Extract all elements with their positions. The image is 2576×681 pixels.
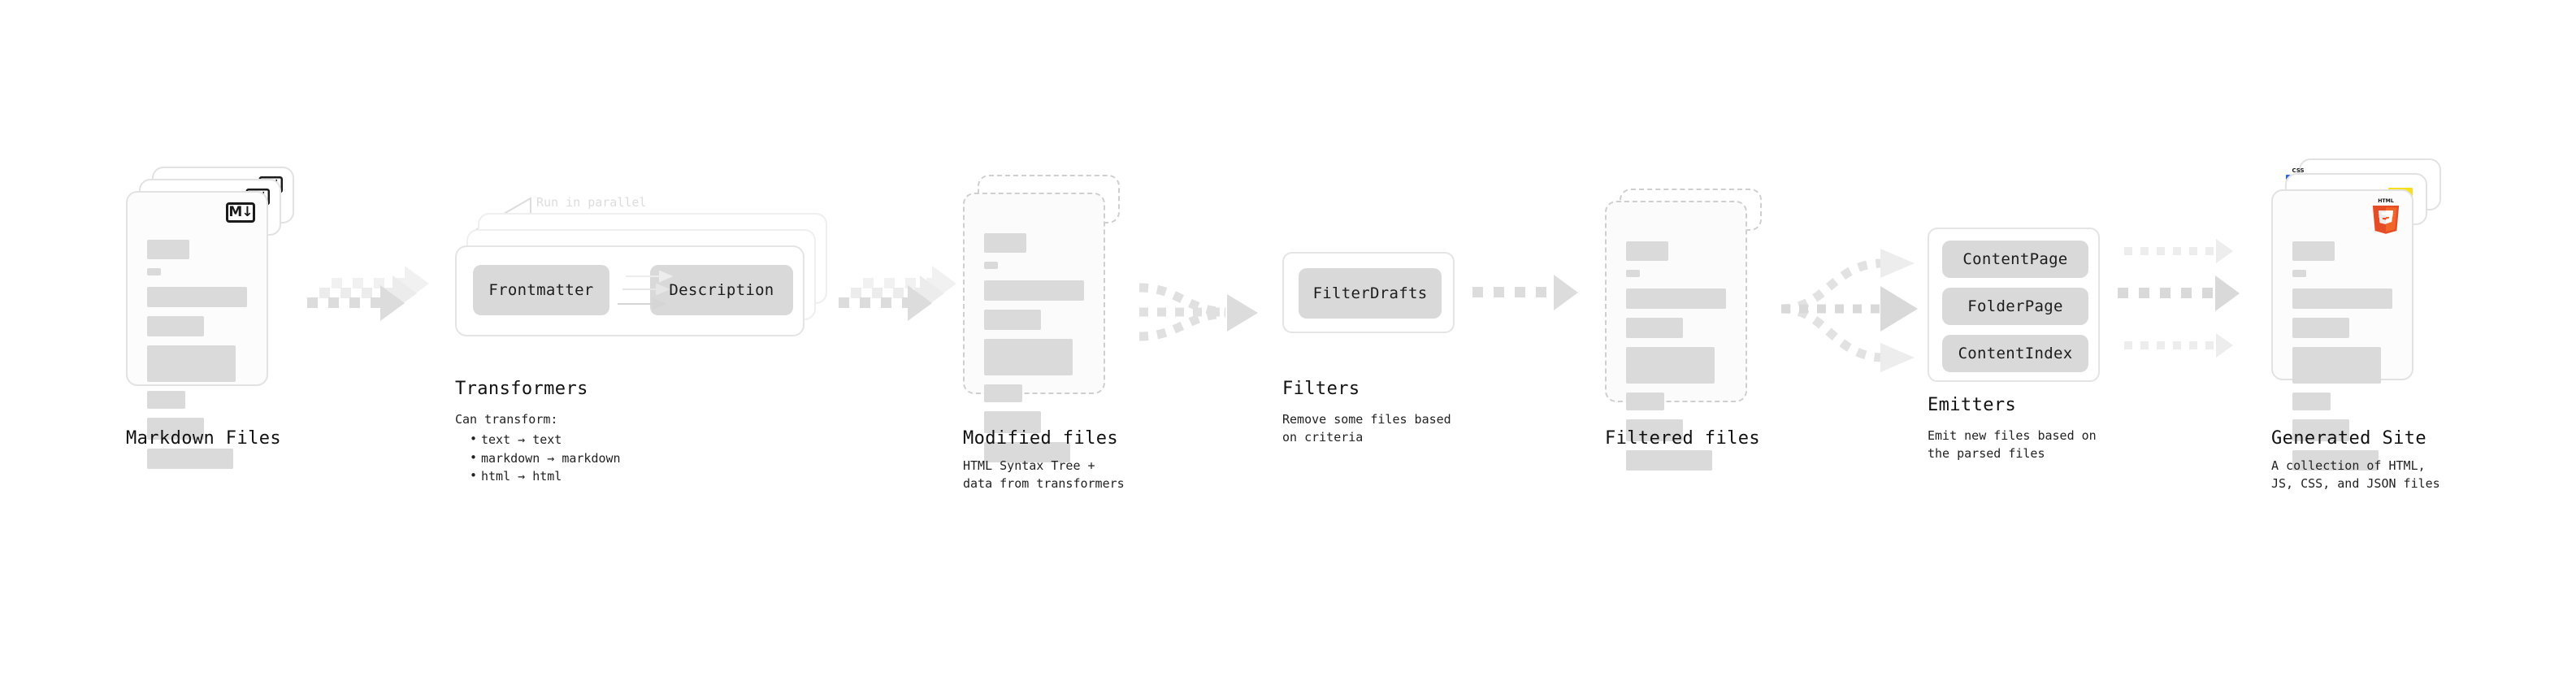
bullet-html: html → html	[470, 466, 621, 486]
doc-front: HTML	[2271, 189, 2413, 471]
doc-text-bar	[984, 384, 1022, 402]
filters-group-box: FilterDrafts	[1282, 252, 1455, 333]
connector-transformers-to-modified	[839, 265, 961, 349]
doc-text-bar	[147, 287, 247, 307]
arrow-head-top	[1880, 249, 1915, 278]
arrow-head	[1227, 294, 1258, 332]
connector-modified-to-filters	[1138, 283, 1258, 341]
emitters-group: ContentPage FolderPage ContentIndex	[1928, 228, 2100, 382]
emitters-subtitle: Emit new files based on the parsed files	[1928, 428, 2097, 461]
arrow-top	[2124, 239, 2233, 263]
doc-content-placeholder	[984, 233, 1084, 471]
doc-text-bar	[147, 268, 162, 275]
doc-text-bar	[147, 418, 205, 440]
stage-title-filters: Filters	[1282, 379, 1360, 399]
transformer-card-1: Frontmatter Description	[455, 245, 804, 336]
doc-text-bar	[2292, 241, 2335, 261]
doc-text-bar	[984, 442, 1070, 462]
connector-filters-to-filtered	[1472, 274, 1578, 310]
arrow-layer-1	[839, 284, 932, 321]
doc-text-bar	[2292, 419, 2350, 441]
chip-contentpage[interactable]: ContentPage	[1942, 241, 2088, 278]
doc-text-bar	[1626, 419, 1684, 441]
transformer-internal-arrows	[618, 270, 674, 310]
doc-text-bar	[1626, 347, 1715, 384]
chip-filterdrafts-label[interactable]: FilterDrafts	[1299, 268, 1442, 319]
connector-filtered-to-emitters	[1781, 249, 1918, 372]
doc-text-bar	[147, 240, 189, 259]
html5-icon: HTML	[2372, 198, 2400, 234]
doc-text-bar	[147, 391, 185, 409]
doc-content-placeholder	[147, 240, 247, 478]
doc-text-bar	[984, 310, 1042, 330]
doc-text-bar	[984, 280, 1084, 301]
doc-content-placeholder	[1626, 241, 1726, 479]
arrow-head-bottom	[1880, 343, 1915, 372]
markdown-icon: M↓	[226, 202, 255, 223]
doc-text-bar	[2292, 347, 2382, 384]
stage-title-emitters: Emitters	[1928, 395, 2017, 415]
bullet-text: text → text	[470, 430, 621, 449]
generated-site-subtitle: A collection of HTML, JS, CSS, and JSON …	[2271, 458, 2440, 491]
arrow-bottom	[2124, 333, 2233, 358]
doc-text-bar	[2292, 450, 2379, 471]
doc-text-bar	[984, 262, 999, 269]
doc-text-bar	[2292, 318, 2350, 338]
doc-text-bar	[1626, 270, 1641, 277]
doc-text-bar	[1626, 450, 1712, 471]
svg-text:HTML: HTML	[2378, 198, 2394, 204]
transformers-subtitle: Can transform:	[455, 412, 558, 427]
arrow-head-middle	[1880, 286, 1918, 332]
doc-text-bar	[2292, 393, 2331, 410]
doc-text-bar	[147, 345, 236, 382]
doc-text-bar	[147, 449, 233, 469]
doc-text-bar	[2292, 270, 2307, 277]
chip-frontmatter[interactable]: Frontmatter	[473, 265, 609, 315]
arrow-layer-1	[307, 284, 405, 321]
doc-content-placeholder	[2292, 241, 2392, 479]
stage-title-markdown-files: Markdown Files	[126, 428, 282, 449]
doc-text-bar	[1626, 318, 1684, 338]
transformers-bullets: text → text markdown → markdown html → h…	[470, 430, 621, 486]
doc-text-bar	[1626, 393, 1664, 410]
bullet-markdown: markdown → markdown	[470, 449, 621, 468]
modified-files-subtitle: HTML Syntax Tree + data from transformer…	[963, 458, 1125, 491]
chip-contentindex[interactable]: ContentIndex	[1942, 335, 2088, 372]
run-in-parallel-label: Run in parallel	[536, 195, 647, 210]
doc-text-bar	[984, 233, 1026, 253]
stage-title-filtered-files: Filtered files	[1605, 428, 1761, 449]
doc-text-bar	[984, 339, 1073, 375]
doc-front: M↓	[126, 191, 268, 469]
doc-text-bar	[984, 411, 1042, 433]
filters-subtitle: Remove some files based on criteria	[1282, 412, 1451, 445]
stage-title-modified-files: Modified files	[963, 428, 1119, 449]
connector-markdown-to-transformers	[307, 265, 429, 349]
doc-front	[963, 193, 1105, 462]
stage-title-transformers: Transformers	[455, 379, 588, 399]
doc-front	[1605, 201, 1747, 471]
arrow-middle	[2118, 275, 2240, 311]
connector-emitters-to-site	[2118, 234, 2264, 380]
doc-text-bar	[147, 316, 205, 336]
doc-text-bar	[1626, 288, 1726, 309]
chip-description[interactable]: Description	[650, 265, 793, 315]
doc-text-bar	[2292, 288, 2392, 309]
stage-title-generated-site: Generated Site	[2271, 428, 2427, 449]
chip-folderpage[interactable]: FolderPage	[1942, 288, 2088, 325]
doc-text-bar	[1626, 241, 1668, 261]
